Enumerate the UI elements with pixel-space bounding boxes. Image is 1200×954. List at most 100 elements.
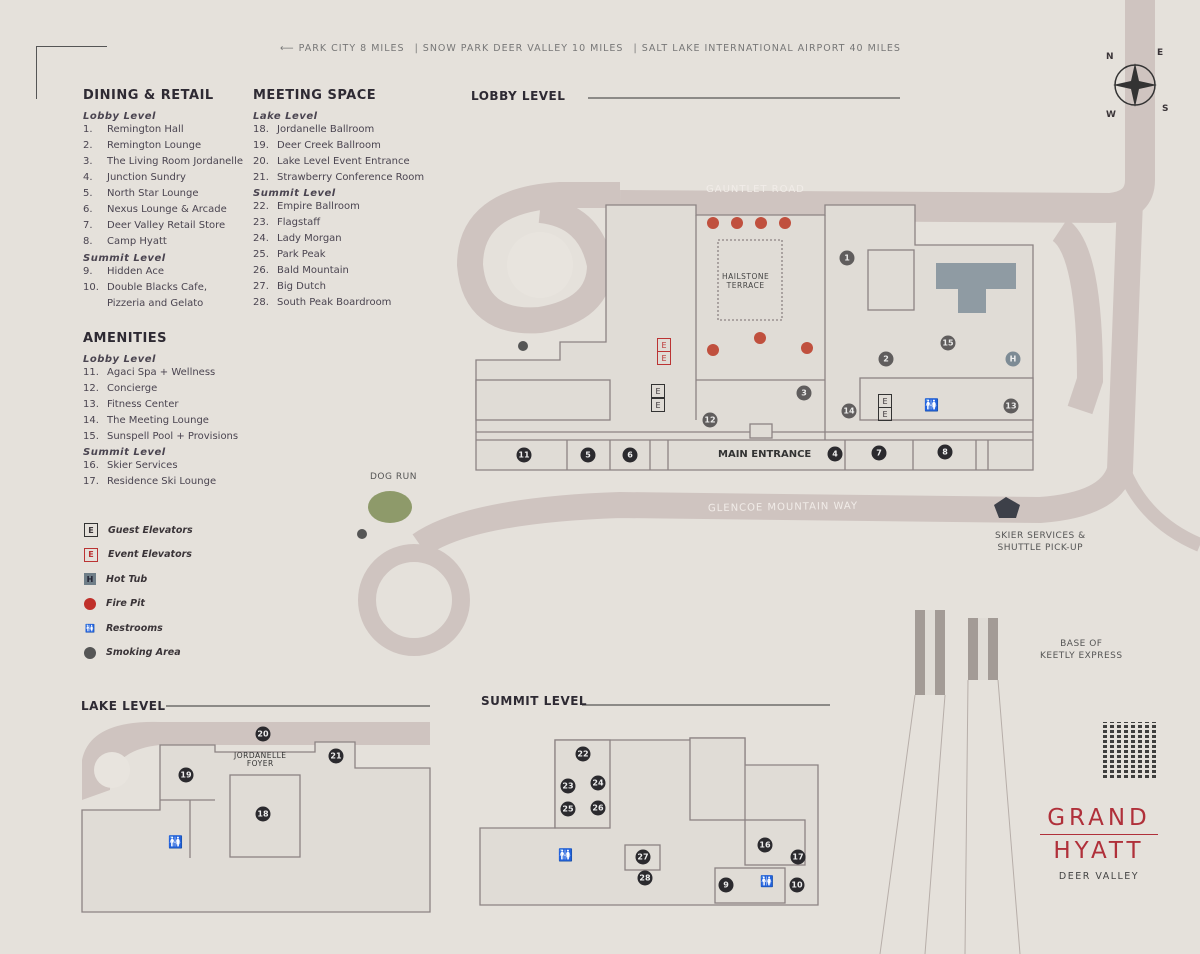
location-marker[interactable]: 23 (560, 778, 576, 794)
amenities-section: AMENITIES Lobby Level 11. Agaci Spa + Wel… (83, 331, 238, 490)
main-entrance-label: MAIN ENTRANCE (718, 449, 812, 460)
legend-list-item: 9.Hidden Ace (83, 264, 243, 280)
item-number: 24. (253, 233, 269, 244)
legend-list-item: 15.Sunspell Pool + Provisions (83, 429, 238, 445)
location-marker[interactable]: 10 (789, 877, 805, 893)
item-name: Bald Mountain (277, 265, 349, 276)
smoking-area-icon (518, 341, 528, 351)
location-marker[interactable]: 1 (839, 250, 855, 266)
lake-level-title: LAKE LEVEL (81, 699, 166, 713)
item-name: Pizzeria and Gelato (107, 298, 204, 309)
item-name: Park Peak (277, 249, 326, 260)
legend-smoking-area: Smoking Area (84, 645, 193, 661)
legend-label: Restrooms (106, 622, 163, 634)
directions-bar: ⟵ PARK CITY 8 MILES | SNOW PARK DEER VAL… (280, 43, 901, 54)
dining-section: DINING & RETAIL Lobby Level 1.Remington … (83, 88, 243, 312)
location-marker[interactable]: 25 (560, 801, 576, 817)
fire-pit-icon (731, 217, 743, 229)
location-marker[interactable]: 16 (757, 837, 773, 853)
location-marker[interactable]: 21 (328, 748, 344, 764)
legend-list-item: 3.The Living Room Jordanelle (83, 154, 243, 170)
guest-elevator-icon: E (651, 384, 665, 398)
location-marker[interactable]: 6 (622, 447, 638, 463)
legend-list-item: 17.Residence Ski Lounge (83, 474, 238, 490)
location-marker[interactable]: 26 (590, 800, 606, 816)
location-marker[interactable]: 8 (937, 444, 953, 460)
item-number: 4. (83, 172, 93, 183)
location-marker[interactable]: 14 (841, 403, 857, 419)
restroom-icon: 🚻 (168, 835, 183, 849)
item-number: 22. (253, 201, 269, 212)
event-elevator-icon: E (84, 547, 98, 562)
item-name: Strawberry Conference Room (277, 172, 425, 183)
compass-w: W (1106, 110, 1116, 120)
amenities-lobby-label: Lobby Level (83, 354, 156, 365)
location-marker[interactable]: 19 (178, 767, 194, 783)
location-marker[interactable]: 17 (790, 849, 806, 865)
item-number: 5. (83, 188, 93, 199)
legend-list-item: 4. Junction Sundry (83, 170, 243, 186)
location-marker[interactable]: 28 (637, 870, 653, 886)
item-number: 8. (83, 236, 93, 247)
item-name: Remington Lounge (107, 140, 202, 151)
legend-list-item: 26.Bald Mountain (253, 263, 424, 279)
location-marker[interactable]: 9 (718, 877, 734, 893)
qr-code[interactable] (1103, 722, 1159, 778)
grand-hyatt-logo: GRAND HYATT DEER VALLEY (1036, 804, 1162, 882)
fire-pit-icon (754, 332, 766, 344)
item-number: 27. (253, 281, 269, 292)
smoking-area-icon (357, 529, 367, 539)
fire-pit-icon (801, 342, 813, 354)
item-number: 21. (253, 172, 269, 183)
item-number: 14. (83, 415, 99, 426)
amenities-title: AMENITIES (83, 331, 168, 346)
roundabout-center (507, 232, 573, 298)
location-marker[interactable]: 15 (940, 335, 956, 351)
location-marker[interactable]: 12 (702, 412, 718, 428)
item-number: 25. (253, 249, 269, 260)
event-elevator-icon: E (657, 338, 671, 352)
legend-list-item: 19.Deer Creek Ballroom (253, 138, 424, 154)
item-name: North Star Lounge (107, 188, 199, 199)
pool (936, 263, 1016, 289)
item-number: 9. (83, 266, 93, 277)
location-marker[interactable]: 11 (516, 447, 532, 463)
item-name: Junction Sundry (107, 172, 186, 183)
legend-fire-pit: Fire Pit (84, 596, 193, 612)
location-marker[interactable]: 3 (796, 385, 812, 401)
item-name: Agaci Spa + Wellness (107, 367, 216, 378)
location-marker[interactable]: 27 (635, 849, 651, 865)
gauntlet-road-label: GAUNTLET ROAD (706, 184, 805, 195)
hot-tub-icon: H (84, 573, 96, 585)
dog-run-label: DOG RUN (370, 472, 417, 482)
item-name: Residence Ski Lounge (107, 476, 217, 487)
location-marker[interactable]: 20 (255, 726, 271, 742)
location-marker[interactable]: 4 (827, 446, 843, 462)
legend-list-item: 16.Skier Services (83, 458, 238, 474)
location-marker[interactable]: 22 (575, 746, 591, 762)
legend-label: Event Elevators (108, 549, 192, 560)
location-marker[interactable]: 2 (878, 351, 894, 367)
item-name: Deer Valley Retail Store (107, 220, 226, 231)
location-marker[interactable]: 13 (1003, 398, 1019, 414)
legend-list-item: 21. Strawberry Conference Room (253, 170, 424, 186)
direction-snow-park: | SNOW PARK DEER VALLEY 10 MILES (414, 43, 624, 54)
location-marker[interactable]: 24 (590, 775, 606, 791)
fire-pit-icon (707, 217, 719, 229)
location-marker[interactable]: 5 (580, 447, 596, 463)
legend-list-item: 20.Lake Level Event Entrance (253, 154, 424, 170)
location-marker[interactable]: 7 (871, 445, 887, 461)
location-marker[interactable]: 18 (255, 806, 271, 822)
lobby-level-title: LOBBY LEVEL (471, 89, 566, 103)
legend-list-item: 23.Flagstaff (253, 215, 424, 231)
legend-list-item: 22.Empire Ballroom (253, 199, 424, 215)
direction-airport: | SALT LAKE INTERNATIONAL AIRPORT 40 MIL… (633, 43, 901, 54)
item-number: 11. (83, 367, 99, 378)
compass-n: N (1106, 52, 1114, 62)
legend-list-item: 18.Jordanelle Ballroom (253, 122, 424, 138)
